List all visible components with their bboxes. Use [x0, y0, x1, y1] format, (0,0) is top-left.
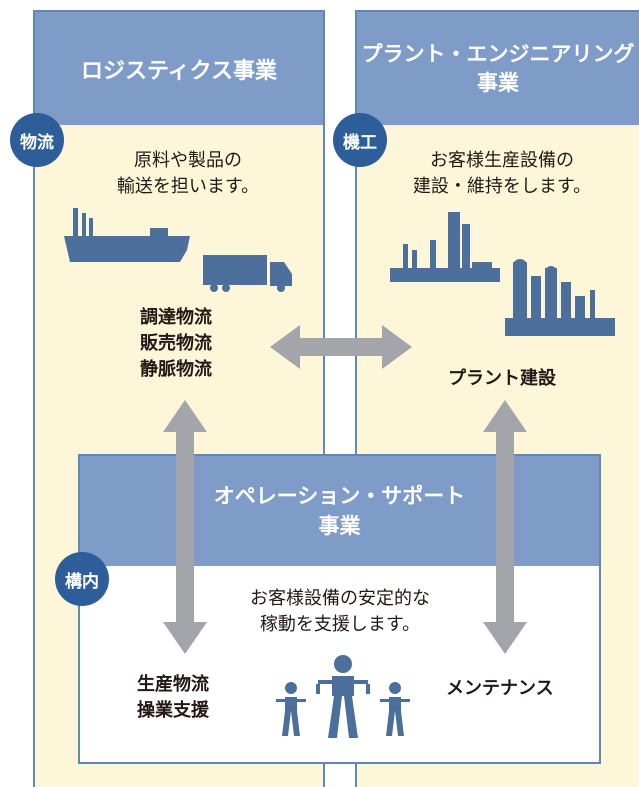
operation-service-right: メンテナンス — [446, 678, 554, 699]
refinery-icon — [390, 212, 500, 282]
logistics-badge: 物流 — [10, 113, 64, 167]
plant-description: お客様生産設備の 建設・維持をします。 — [412, 150, 592, 198]
double-arrow-icon — [483, 400, 527, 654]
ship-icon — [64, 208, 190, 262]
logistics-description: 原料や製品の 輸送を担います。 — [116, 150, 260, 198]
operation-title-line1: オペレーション・サポート — [213, 483, 466, 508]
truck-icon — [203, 255, 292, 292]
plant-facility-icon — [505, 259, 615, 336]
workers-icon — [276, 655, 410, 738]
operation-services-left: 生産物流 操業支援 — [137, 674, 209, 722]
operation-description: お客様設備の安定的な 稼動を支援します。 — [250, 588, 430, 636]
plant-title-line1: プラント・エンジニアリング — [361, 42, 635, 67]
plant-badge: 機工 — [333, 113, 387, 167]
plant-service: プラント建設 — [448, 368, 556, 389]
double-arrow-icon — [163, 400, 207, 654]
logistics-services: 調達物流 販売物流 静脈物流 — [140, 307, 212, 381]
logistics-title: ロジスティクス事業 — [80, 58, 278, 84]
double-arrow-icon — [270, 325, 412, 369]
operation-badge: 構内 — [55, 552, 109, 606]
operation-title-line2: 事業 — [318, 514, 361, 538]
logistics-header: ロジスティクス事業 — [35, 12, 323, 125]
plant-header: プラント・エンジニアリング 事業 — [357, 12, 639, 125]
plant-title-line2: 事業 — [477, 70, 519, 95]
